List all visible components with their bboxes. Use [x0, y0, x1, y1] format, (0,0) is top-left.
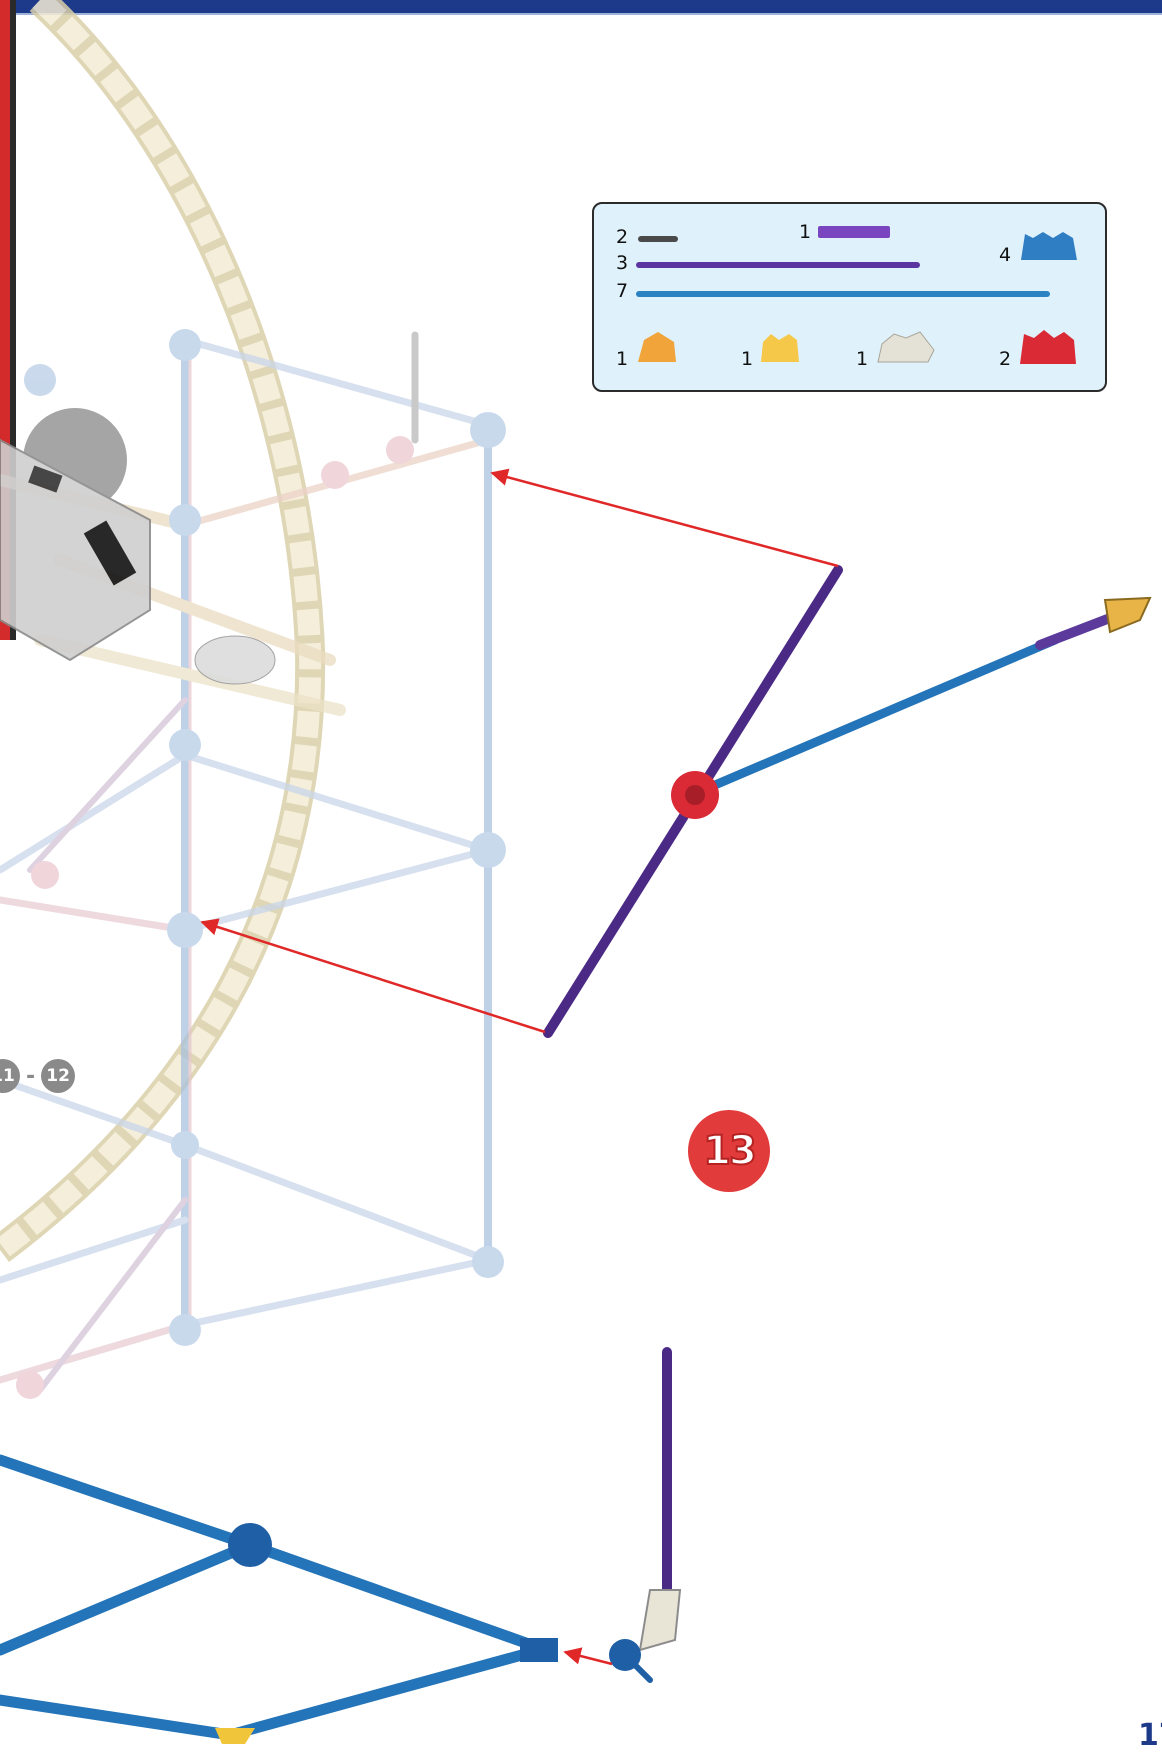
previous-step-to: 12 — [41, 1059, 76, 1093]
blue-connector-icon — [1021, 232, 1077, 260]
qty-purple-rod: 3 — [616, 252, 629, 274]
new-assembly — [543, 565, 1152, 1683]
qty-orange-connector: 1 — [616, 348, 629, 370]
step-number-badge: 13 — [688, 1110, 770, 1192]
header-divider — [0, 13, 1162, 15]
red-connector-icon — [1020, 330, 1076, 364]
previous-step-from: 11 — [0, 1059, 20, 1093]
qty-purple-connector-rod: 1 — [799, 221, 812, 243]
purple-rod-icon — [636, 262, 920, 268]
page-number: 17 — [1138, 1718, 1162, 1753]
qty-grey-connector-rod: 2 — [616, 226, 629, 248]
header-bar — [0, 0, 1162, 13]
red-connector-node — [671, 771, 719, 819]
blue-rod-icon — [636, 291, 1050, 297]
grey-connector-rod-icon — [638, 236, 678, 242]
qty-blue-rod: 7 — [616, 280, 629, 302]
parts-list: 2 1 4 3 7 1 1 1 2 — [592, 202, 1107, 392]
qty-blue-connector: 4 — [999, 244, 1012, 266]
qty-red-connector: 2 — [999, 348, 1012, 370]
previous-steps-reference: 11 - 12 — [0, 1058, 76, 1094]
purple-connector-rod-icon — [818, 226, 890, 238]
previous-steps-separator: - — [26, 1063, 36, 1089]
qty-yellow-connector: 1 — [741, 348, 754, 370]
qty-white-connector: 1 — [856, 348, 869, 370]
yellow-connector-icon — [761, 334, 799, 362]
step-number: 13 — [702, 1127, 758, 1175]
white-connector-icon — [877, 331, 935, 363]
orange-connector-icon — [638, 332, 676, 362]
motor-unit — [0, 408, 276, 685]
assembly-arrows — [200, 468, 839, 1666]
base-frame — [0, 1454, 558, 1744]
faded-frame — [0, 329, 506, 1399]
